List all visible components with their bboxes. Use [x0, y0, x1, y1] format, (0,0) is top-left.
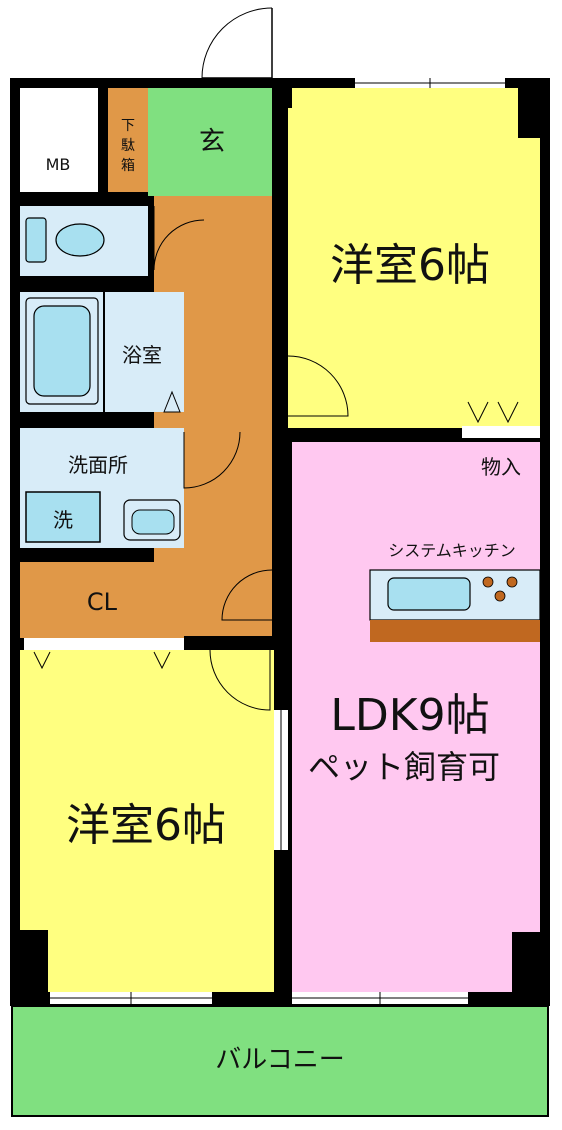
system-kitchen-label: システムキッチン: [388, 541, 516, 560]
pillar: [20, 930, 48, 992]
toilet-icon: [25, 217, 105, 263]
bathtub-icon: [25, 297, 99, 405]
bathroom-label: 浴室: [122, 343, 162, 367]
shoe-box-label: 駄: [121, 138, 135, 154]
sink-icon: [123, 499, 181, 541]
pillar: [278, 88, 292, 108]
closet-doors: [24, 638, 184, 670]
system-kitchen: [369, 569, 541, 642]
entrance-area: [148, 88, 272, 196]
shoe-box-area: [108, 88, 148, 192]
window-top: [355, 78, 505, 88]
ldk-area-right: [452, 502, 540, 514]
pillar: [512, 932, 540, 992]
sliding-partition: [274, 710, 288, 850]
entrance-label: 玄: [199, 127, 225, 157]
washer-label: 洗: [53, 508, 73, 532]
ldk-area-upper: [292, 442, 452, 502]
shoe-box-label: 下: [121, 118, 135, 134]
balcony-label: バルコニー: [215, 1045, 344, 1075]
storage-label: 物入: [481, 455, 521, 479]
pet-note-label: ペット飼育可: [308, 748, 500, 786]
shoe-box-label: 箱: [121, 158, 135, 174]
western-room-lower-area: [20, 650, 274, 992]
closet-area: [20, 562, 184, 638]
western-room-lower-label: 洋室6帖: [66, 800, 226, 851]
balcony-area: [11, 1005, 549, 1117]
window-bottom-left: [50, 992, 212, 1004]
mb-area: [20, 88, 98, 192]
storage-doors: [462, 401, 540, 438]
western-room-upper-label: 洋室6帖: [330, 240, 490, 291]
closet-label: CL: [87, 588, 118, 616]
entrance-door: [201, 7, 273, 79]
ldk-label: LDK9帖: [330, 690, 489, 741]
washroom-label: 洗面所: [68, 453, 128, 477]
mb-label: MB: [46, 155, 71, 174]
ldk-area: [292, 442, 540, 992]
window-bottom-right: [292, 992, 468, 1004]
washer-icon: [25, 491, 101, 543]
western-room-upper-area: [288, 88, 540, 428]
pillar: [518, 88, 540, 138]
